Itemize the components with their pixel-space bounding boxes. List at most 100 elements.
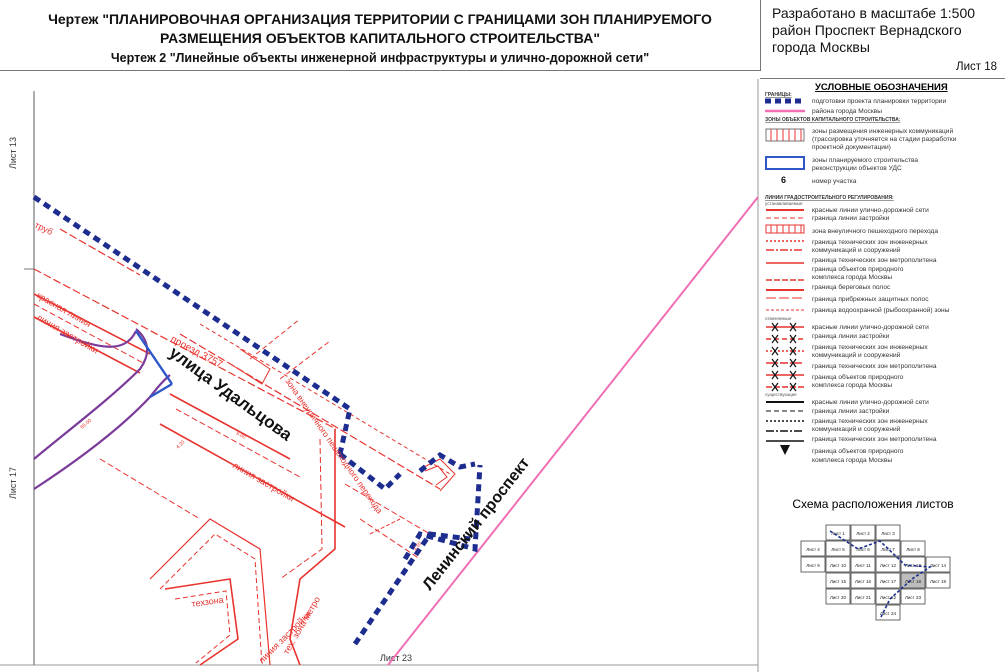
legend-zone-eng-2: (трассировка уточняется на стадии разраб…: [812, 135, 957, 143]
legend-cancel-item: граница технических зон инженерных: [812, 344, 928, 351]
sheet-number: Лист 18: [956, 61, 997, 73]
legend-cancel-swatches: [766, 326, 804, 388]
legend-sub-cancel: отменяемые: [765, 316, 792, 321]
red-lines-group: [33, 228, 456, 666]
title-block: Чертеж "ПЛАНИРОВОЧНАЯ ОРГАНИЗАЦИЯ ТЕРРИТ…: [0, 0, 761, 71]
schema-cell: [800, 556, 826, 573]
scale-block: Разработано в масштабе 1:500 район Просп…: [760, 0, 1005, 79]
schema-boundary: [829, 530, 933, 620]
schema-cell-label: Лист 8: [906, 547, 920, 552]
title-line-2: РАЗМЕЩЕНИЯ ОБЪЕКТОВ КАПИТАЛЬНОГО СТРОИТЕ…: [160, 30, 600, 46]
legend-zone-uds-1: зоны планируемого строительства: [812, 157, 918, 164]
legend-cancel-item: граница технических зон метрополитена: [812, 363, 937, 370]
legend-cancel-item: комплекса города Москвы: [812, 382, 892, 389]
schema-cell-label: Лист 11: [855, 563, 871, 568]
schema-cell: [875, 524, 901, 541]
schema-cell-label: Лист 24: [880, 611, 897, 616]
schema-cell: [900, 556, 926, 573]
legend-exist-swatches: [766, 401, 804, 455]
schema-cell-label: Лист 20: [830, 595, 847, 600]
schema-cell-label: Лист 16: [855, 579, 872, 584]
legend-set-item: граница водоохранной (рыбоохранной) зоны: [812, 306, 950, 314]
legend-set-item: граница прибрежных защитных полос: [812, 295, 929, 303]
legend-sec-lines: ЛИНИИ ГРАДОСТРОИТЕЛЬНОГО РЕГУЛИРОВАНИЯ:: [765, 195, 894, 201]
small-label-3: 4.50: [413, 541, 424, 553]
project-boundary: [32, 194, 483, 646]
schema-cell-label: Лист 19: [930, 579, 947, 584]
legend-set-labels: красные линии улично-дорожной сети грани…: [812, 206, 950, 314]
map-svg: Лист 13 Лист 17 Лист 23: [0, 79, 957, 672]
legend-zone-eng-3: проектной документации): [812, 143, 891, 151]
legend-sec-zones: ЗОНЫ ОБЪЕКТОВ КАПИТАЛЬНОГО СТРОИТЕЛЬСТВА…: [765, 117, 901, 123]
schema-cell: [875, 556, 901, 573]
schema-cell: [825, 540, 851, 557]
schema-cell: [850, 556, 876, 573]
legend-sub-exist: существующие: [765, 392, 797, 397]
schema-cell-label: Лист 22: [880, 595, 897, 600]
legend-sub-set: устанавливаемые: [765, 201, 803, 206]
building-line-label-2: линия застройки: [231, 460, 296, 503]
leninsky-prospekt-line: [387, 196, 759, 666]
schema-cell: [850, 572, 876, 589]
schema-cell: [825, 556, 851, 573]
sheet-top-label: Лист 13: [8, 137, 18, 169]
legend-set-item: граница линии застройки: [812, 214, 890, 222]
schema-cell: [925, 556, 951, 573]
legend-cancel-item: красные линии улично-дорожной сети: [812, 323, 929, 331]
schema-cell: [825, 572, 851, 589]
schema-cell-label: Лист 13: [905, 563, 922, 568]
schema-cell-label: Лист 12: [880, 563, 897, 568]
legend-cancel-item: граница объектов природного: [812, 373, 904, 381]
blue-zone-group: [135, 330, 173, 399]
schema-cell-label: Лист 3: [881, 531, 895, 536]
schema-cell: [800, 540, 826, 557]
schema-cell-label: Лист 6: [856, 547, 870, 552]
legend-exist-item: комплекса города Москвы: [812, 457, 892, 464]
schema-cell-label: Лист 17: [880, 579, 897, 584]
legend-exist-item: коммуникаций и сооружений: [812, 425, 901, 433]
legend-exist-item: граница объектов природного: [812, 447, 904, 455]
legend-exist-item: граница технических зон метрополитена: [812, 436, 937, 443]
sheet-left-label: Лист 17: [8, 467, 18, 499]
schema-cell-label: Лист 4: [806, 547, 820, 552]
schema-cell-label: Лист 15: [830, 579, 847, 584]
legend-title: УСЛОВНЫЕ ОБОЗНАЧЕНИЯ: [815, 82, 948, 93]
legend-set-item: граница технических зон метрополитена: [812, 257, 937, 264]
building-line-label-3: линия застройки: [256, 609, 312, 665]
subtitle: Чертеж 2 "Линейные объекты инженерной ин…: [110, 51, 650, 65]
schema-cell: [825, 524, 851, 541]
legend-plot-number-sample: 6: [781, 175, 786, 185]
legend-set-item: зона внеуличного пешеходного перехода: [812, 228, 938, 235]
small-label-4: 6.00: [235, 431, 247, 441]
schema-cell-label: Лист 18: [905, 579, 922, 584]
small-label-2: 4.20: [175, 439, 186, 450]
legend-exist-item: граница технических зон инженерных: [812, 418, 928, 425]
sheet-bottom-label: Лист 23: [380, 653, 412, 663]
legend-set-item: красные линии улично-дорожной сети: [812, 206, 929, 214]
legend-border-project: подготовки проекта планировки территории: [812, 98, 946, 105]
schema-cell: [850, 524, 876, 541]
schema-cell-label: Лист 10: [830, 563, 847, 568]
legend-cancel-item: граница линии застройки: [812, 332, 890, 340]
tech-zone-label: техзона: [191, 595, 224, 609]
schema-cell-label: Лист 2: [856, 531, 870, 536]
schema-cell-label: Лист 1: [831, 531, 845, 536]
purple-lines-group: [33, 328, 171, 490]
legend-sec-borders: ГРАНИЦЫ:: [765, 92, 792, 98]
scale-line-1: Разработано в масштабе 1:500: [772, 5, 976, 21]
legend-set-item: комплекса города Москвы: [812, 274, 892, 281]
legend-cancel-crosses: [771, 322, 797, 392]
legend-plot-number-label: номер участка: [812, 178, 857, 185]
schema-cell: [825, 588, 851, 605]
scale-line-3: города Москвы: [772, 39, 870, 55]
schema-cell-label: Лист 7: [881, 547, 895, 552]
schema-cell-label: Лист 21: [855, 595, 872, 600]
pipe-label: труб: [33, 220, 54, 237]
schema-cell-label: Лист 9: [806, 563, 820, 568]
scale-line-2: район Проспект Вернадского: [772, 22, 962, 38]
schema-cell-label: Лист 23: [905, 595, 922, 600]
schema-cell: [925, 572, 951, 589]
legend-exist-item: красные линии улично-дорожной сети: [812, 398, 929, 406]
schema-cell-label: Лист 5: [831, 547, 845, 552]
